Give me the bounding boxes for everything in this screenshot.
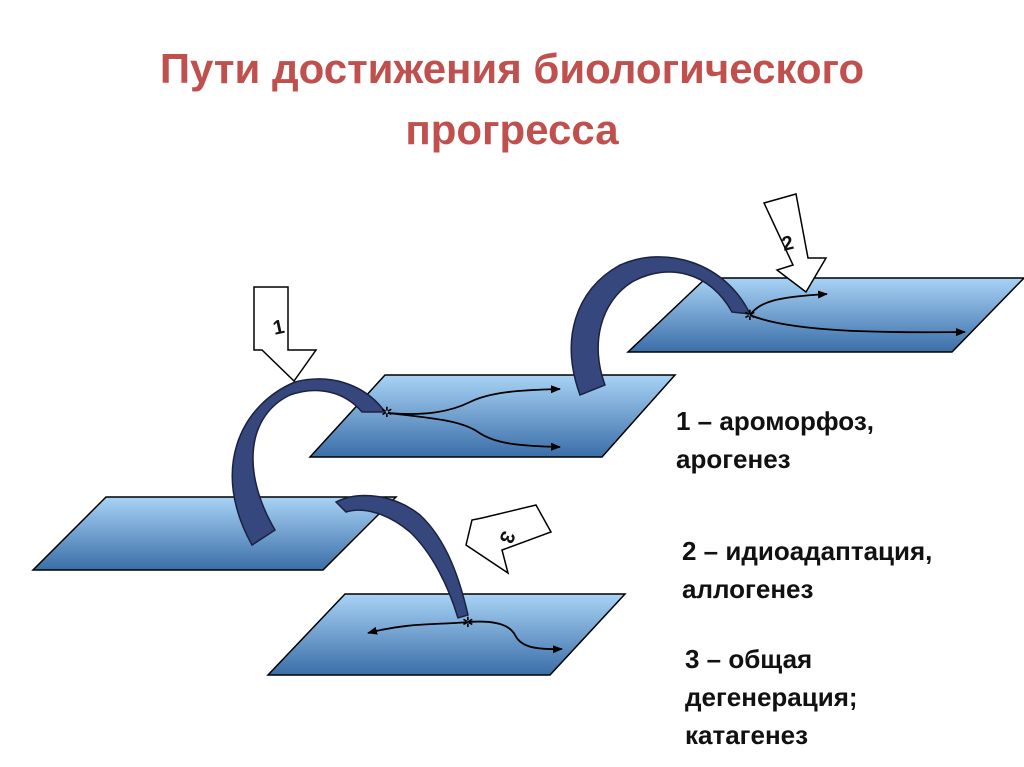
legend-item-3: 3 – общая дегенерация; катагенез: [685, 640, 858, 754]
legend-item-2-line-2: аллогенез: [682, 574, 814, 604]
origin-star-middle: ✲: [381, 405, 393, 421]
slide-title-line-1: Пути достижения биологического: [159, 45, 865, 92]
legend-item-2: 2 – идиоадаптация, аллогенез: [682, 532, 932, 608]
slide-title: Пути достижения биологического прогресса: [112, 38, 912, 160]
branches-plane-bottom: [367, 620, 563, 654]
marker-arrow-3: 3: [465, 504, 553, 575]
branches-plane-middle: [387, 385, 561, 451]
branches-plane-top-right: [749, 290, 966, 337]
legend-item-1-line-2: арогенез: [676, 444, 791, 474]
marker-label-2: 2: [780, 232, 796, 256]
ribbon-arc-3: [334, 494, 469, 619]
plane-middle: [308, 374, 677, 458]
plane-bottom: [266, 593, 627, 676]
legend-item-3-line-2: дегенерация;: [685, 682, 858, 712]
origin-star-bottom: ✲: [462, 615, 474, 631]
plane-top-right: [626, 277, 1024, 353]
ribbon-arc-1: [231, 378, 387, 547]
origin-star-top: ✲: [744, 308, 756, 324]
legend-item-3-line-3: катагенез: [685, 720, 809, 750]
marker-label-1: 1: [271, 316, 286, 340]
slide-title-line-2: прогресса: [405, 106, 619, 153]
plane-left: [31, 496, 398, 571]
legend-item-1-line-1: 1 – ароморфоз,: [676, 406, 874, 436]
marker-arrow-1: 1: [253, 286, 318, 383]
legend-item-2-line-1: 2 – идиоадаптация,: [682, 536, 933, 566]
legend-item-3-line-1: 3 – общая: [685, 644, 813, 674]
legend-item-1: 1 – ароморфоз, арогенез: [676, 402, 874, 478]
marker-arrow-2: 2: [762, 193, 828, 294]
